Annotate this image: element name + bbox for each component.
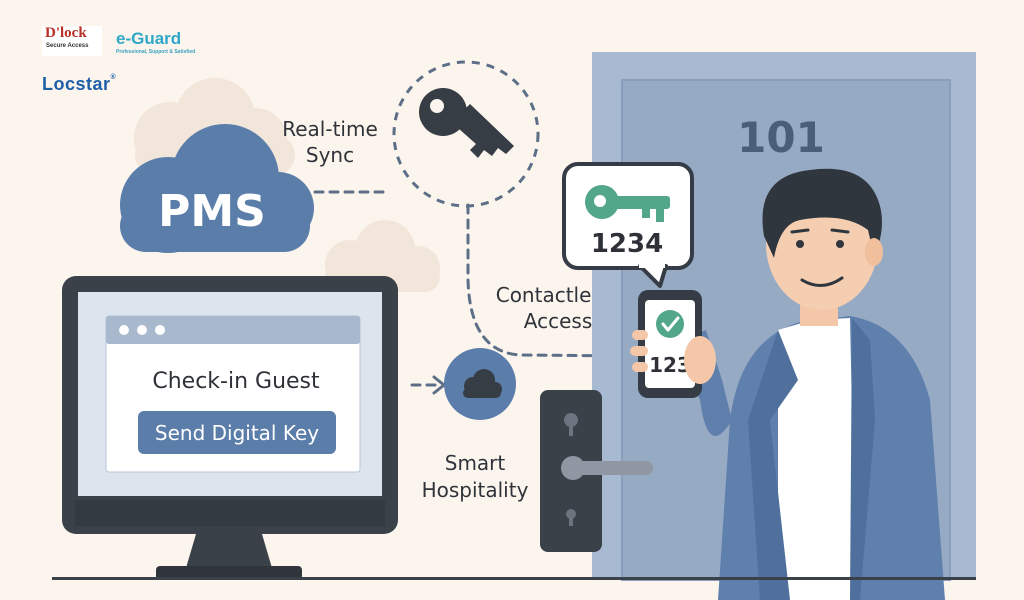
- access-label-line2: Access: [524, 309, 592, 333]
- send-digital-key-button[interactable]: Send Digital Key: [138, 411, 336, 454]
- checkin-title: Check-in Guest: [152, 369, 320, 394]
- digital-key-hole: [594, 195, 606, 207]
- eguard-logo: e-Guard Professional, Support & Satisfie…: [116, 30, 212, 60]
- smart-label-line2: Hospitality: [422, 478, 529, 502]
- key-hole: [430, 99, 444, 113]
- eguard-logo-name: e-Guard: [116, 29, 182, 48]
- digital-key-bubble: [562, 162, 694, 288]
- pms-label: PMS: [158, 186, 266, 237]
- dlock-logo: D'lock Secure Access: [42, 26, 102, 56]
- bubble-code: 1234: [591, 229, 663, 259]
- sync-label-line2: Sync: [306, 143, 354, 167]
- eguard-logo-tagline: Professional, Support & Satisfied: [116, 49, 196, 55]
- ground-line: [52, 577, 976, 580]
- dlock-logo-tagline: Secure Access: [46, 43, 89, 49]
- cloud-icon: [463, 369, 502, 398]
- connector-arrowhead: [432, 375, 446, 395]
- sync-key-circle: [392, 60, 540, 208]
- locstar-logo-name: Locstar: [42, 74, 111, 94]
- key-icon: [419, 88, 514, 158]
- locstar-logo: Locstar®: [42, 74, 117, 94]
- room-number: 101: [737, 113, 825, 162]
- phone-code: 123: [649, 353, 691, 377]
- send-digital-key-label: Send Digital Key: [155, 421, 319, 445]
- smart-door-lock: [540, 390, 653, 552]
- dashed-connectors: [298, 190, 632, 387]
- hand: [630, 330, 716, 384]
- pms-cloud: [120, 124, 314, 253]
- dlock-logo-name: D'lock: [45, 25, 87, 41]
- smart-label-line1: Smart: [445, 451, 506, 475]
- sync-label-line1: Real-time: [282, 117, 378, 141]
